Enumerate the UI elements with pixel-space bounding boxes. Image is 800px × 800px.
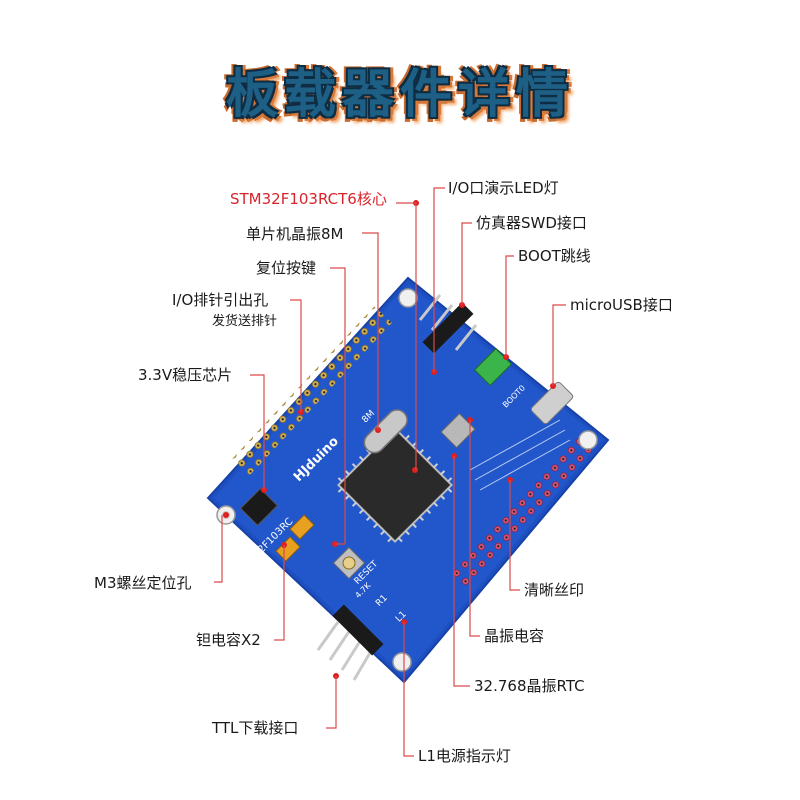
regulator-chip <box>239 487 279 527</box>
swd-header <box>422 302 474 354</box>
crystal-8m <box>363 409 408 454</box>
label-tantalum: 钽电容X2 <box>196 631 261 649</box>
tantalum-cap-1 <box>289 514 315 540</box>
label-microusb: microUSB接口 <box>570 296 673 314</box>
label-regulator: 3.3V稳压芯片 <box>138 366 233 384</box>
label-stm32-core: STM32F103RCT6核心 <box>230 190 387 208</box>
label-reset: 复位按键 <box>256 259 317 277</box>
page-title: 板载器件详情 <box>225 65 574 125</box>
io-header-holes-right <box>447 436 595 592</box>
rtc-crystal <box>440 412 476 449</box>
label-rtc: 32.768晶振RTC <box>474 677 585 695</box>
label-silkscreen: 清晰丝印 <box>524 581 585 599</box>
reset-button <box>332 546 366 580</box>
label-crystal-cap: 晶振电容 <box>484 627 545 645</box>
label-boot: BOOT跳线 <box>518 247 591 265</box>
label-mcu-crystal: 单片机晶振8M <box>246 225 344 243</box>
label-io-led: I/O口演示LED灯 <box>448 179 559 197</box>
stm32-chip <box>337 427 453 543</box>
label-screw-hole: M3螺丝定位孔 <box>94 574 192 592</box>
io-header-holes-left <box>231 306 392 477</box>
silk-lines <box>469 419 571 491</box>
label-l1: L1电源指示灯 <box>418 747 511 765</box>
ttl-header <box>332 604 384 656</box>
microusb-port <box>530 381 574 425</box>
label-io-header: I/O排针引出孔 <box>172 291 269 309</box>
label-swd: 仿真器SWD接口 <box>476 214 587 232</box>
label-ttl: TTL下载接口 <box>212 719 299 737</box>
label-io-header-note: 发货送排针 <box>212 314 278 329</box>
leader-lines <box>214 187 566 757</box>
